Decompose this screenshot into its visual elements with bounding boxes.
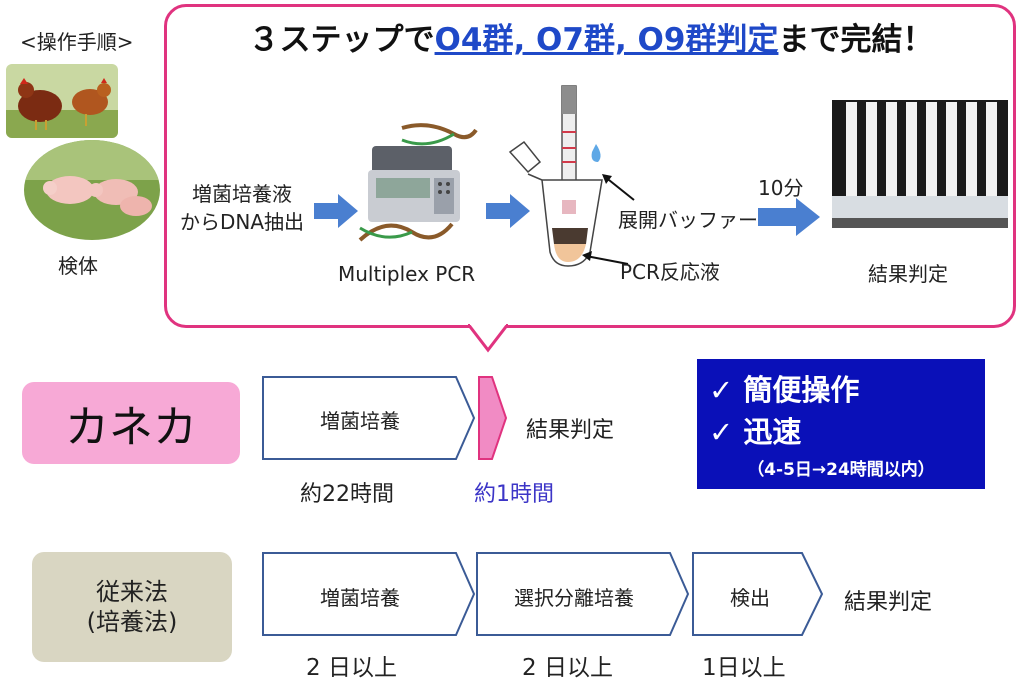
arrow-right-icon	[486, 194, 530, 228]
conventional-name: 従来法	[96, 578, 168, 606]
result-label: 結果判定	[868, 262, 948, 286]
time-10min-label: 10分	[758, 176, 804, 200]
kaneka-label-box: カネカ	[22, 382, 240, 464]
conv-isolation-chevron	[476, 552, 690, 636]
dna-extract-line2: からDNA抽出	[179, 210, 305, 234]
test-strip-tube-icon	[508, 85, 603, 267]
benefits-panel: ✓ 簡便操作 ✓ 迅速 （4-5日→24時間以内）	[697, 359, 985, 489]
kaneka-enrichment-label: 増菌培養	[320, 409, 400, 433]
headline-highlight: O4群, O7群, O9群判定	[434, 22, 779, 58]
kaneka-enrichment-time: 約22時間	[300, 482, 394, 507]
conventional-subname: (培養法)	[86, 608, 178, 636]
conv-result-label: 結果判定	[844, 590, 933, 615]
arrow-right-icon	[758, 198, 820, 236]
pcr-solution-label: PCR反応液	[620, 260, 720, 284]
dna-extract-line1: 増菌培養液	[192, 182, 292, 206]
arrow-right-icon	[314, 194, 358, 228]
callout-tail	[468, 324, 508, 353]
kaneka-detection-time: 約1時間	[474, 482, 554, 507]
conv-step1-time: 2 日以上	[306, 655, 397, 681]
benefit-detail: （4-5日→24時間以内）	[747, 460, 935, 480]
chicken-photo	[6, 64, 118, 138]
conventional-label-box: 従来法 (培養法)	[32, 552, 232, 662]
conv-step2-time: 2 日以上	[522, 655, 613, 681]
dna-extract-text: 増菌培養液 からDNA抽出	[172, 180, 312, 236]
result-strips-photo	[832, 100, 1008, 228]
conv-step1-label: 増菌培養	[320, 586, 400, 610]
kaneka-detection-chevron	[478, 376, 508, 460]
conv-step2-label: 選択分離培養	[514, 586, 634, 610]
buffer-label: 展開バッファー	[618, 208, 758, 232]
pointer-arrow-icon	[602, 174, 635, 201]
benefit-rapid: ✓ 迅速	[709, 415, 802, 449]
conv-enrichment-chevron	[262, 552, 476, 636]
procedure-label: <操作手順>	[20, 30, 134, 54]
kaneka-result-label: 結果判定	[526, 418, 615, 443]
pcr-label: Multiplex PCR	[338, 262, 476, 286]
conv-step3-label: 検出	[730, 586, 770, 610]
benefit-simple: ✓ 簡便操作	[709, 373, 860, 407]
conv-step3-time: 1日以上	[702, 655, 786, 681]
conv-detection-chevron	[692, 552, 824, 636]
headline-prefix: ３ステップで	[248, 22, 435, 58]
kaneka-enrichment-chevron	[262, 376, 476, 460]
specimen-label: 検体	[58, 254, 98, 278]
headline: ３ステップでO4群, O7群, O9群判定まで完結！	[176, 14, 1006, 59]
pointer-arrow-icon	[582, 251, 629, 265]
headline-suffix: まで完結！	[778, 22, 934, 58]
pig-photo	[24, 140, 160, 240]
pcr-machine-icon	[358, 123, 478, 242]
